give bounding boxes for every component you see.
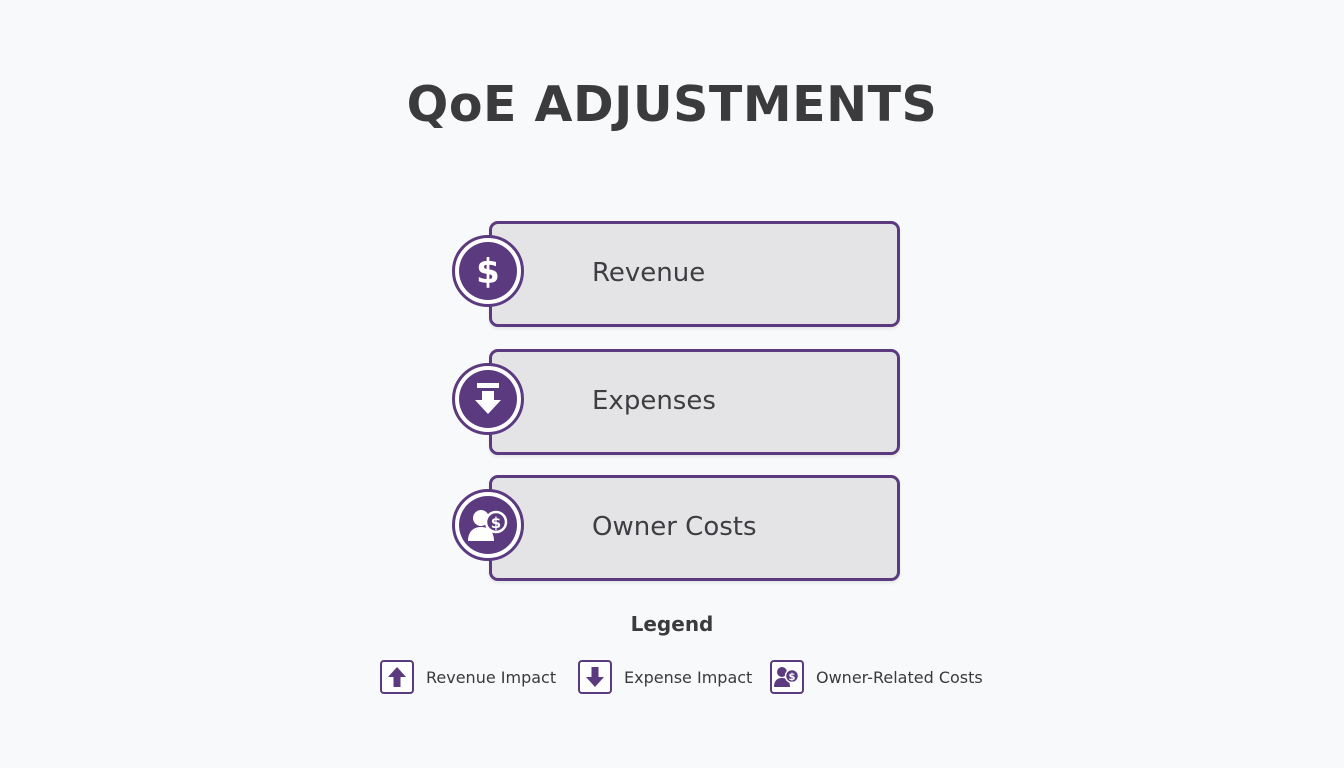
- legend-item-owner-related-costs: $ Owner-Related Costs: [770, 658, 983, 696]
- adjustment-card: Owner Costs: [489, 475, 900, 581]
- legend-label: Owner-Related Costs: [816, 667, 983, 687]
- svg-text:$: $: [476, 252, 500, 291]
- legend-label: Expense Impact: [624, 667, 753, 687]
- adjustment-revenue: Revenue $: [452, 221, 900, 327]
- legend-label: Revenue Impact: [426, 667, 557, 687]
- adjustment-expenses: Expenses: [452, 349, 900, 455]
- owner-cost-icon: $: [452, 489, 524, 561]
- page-title: QoE ADJUSTMENTS: [406, 76, 938, 133]
- adjustment-card: Expenses: [489, 349, 900, 455]
- legend-item-expense-impact: Expense Impact: [578, 658, 752, 696]
- legend-item-revenue-impact: Revenue Impact: [380, 658, 556, 696]
- svg-text:$: $: [789, 672, 796, 683]
- arrow-down-icon: [452, 363, 524, 435]
- owner-cost-icon: $: [770, 660, 804, 694]
- arrow-up-icon: [380, 660, 414, 694]
- adjustment-label: Owner Costs: [592, 512, 757, 542]
- arrow-down-icon: [578, 660, 612, 694]
- adjustment-card: Revenue: [489, 221, 900, 327]
- adjustment-label: Revenue: [592, 258, 706, 288]
- legend-title: Legend: [630, 612, 714, 636]
- svg-text:$: $: [491, 514, 501, 532]
- adjustment-owner-costs: Owner Costs $: [452, 475, 900, 581]
- dollar-icon: $: [452, 235, 524, 307]
- adjustment-label: Expenses: [592, 386, 716, 416]
